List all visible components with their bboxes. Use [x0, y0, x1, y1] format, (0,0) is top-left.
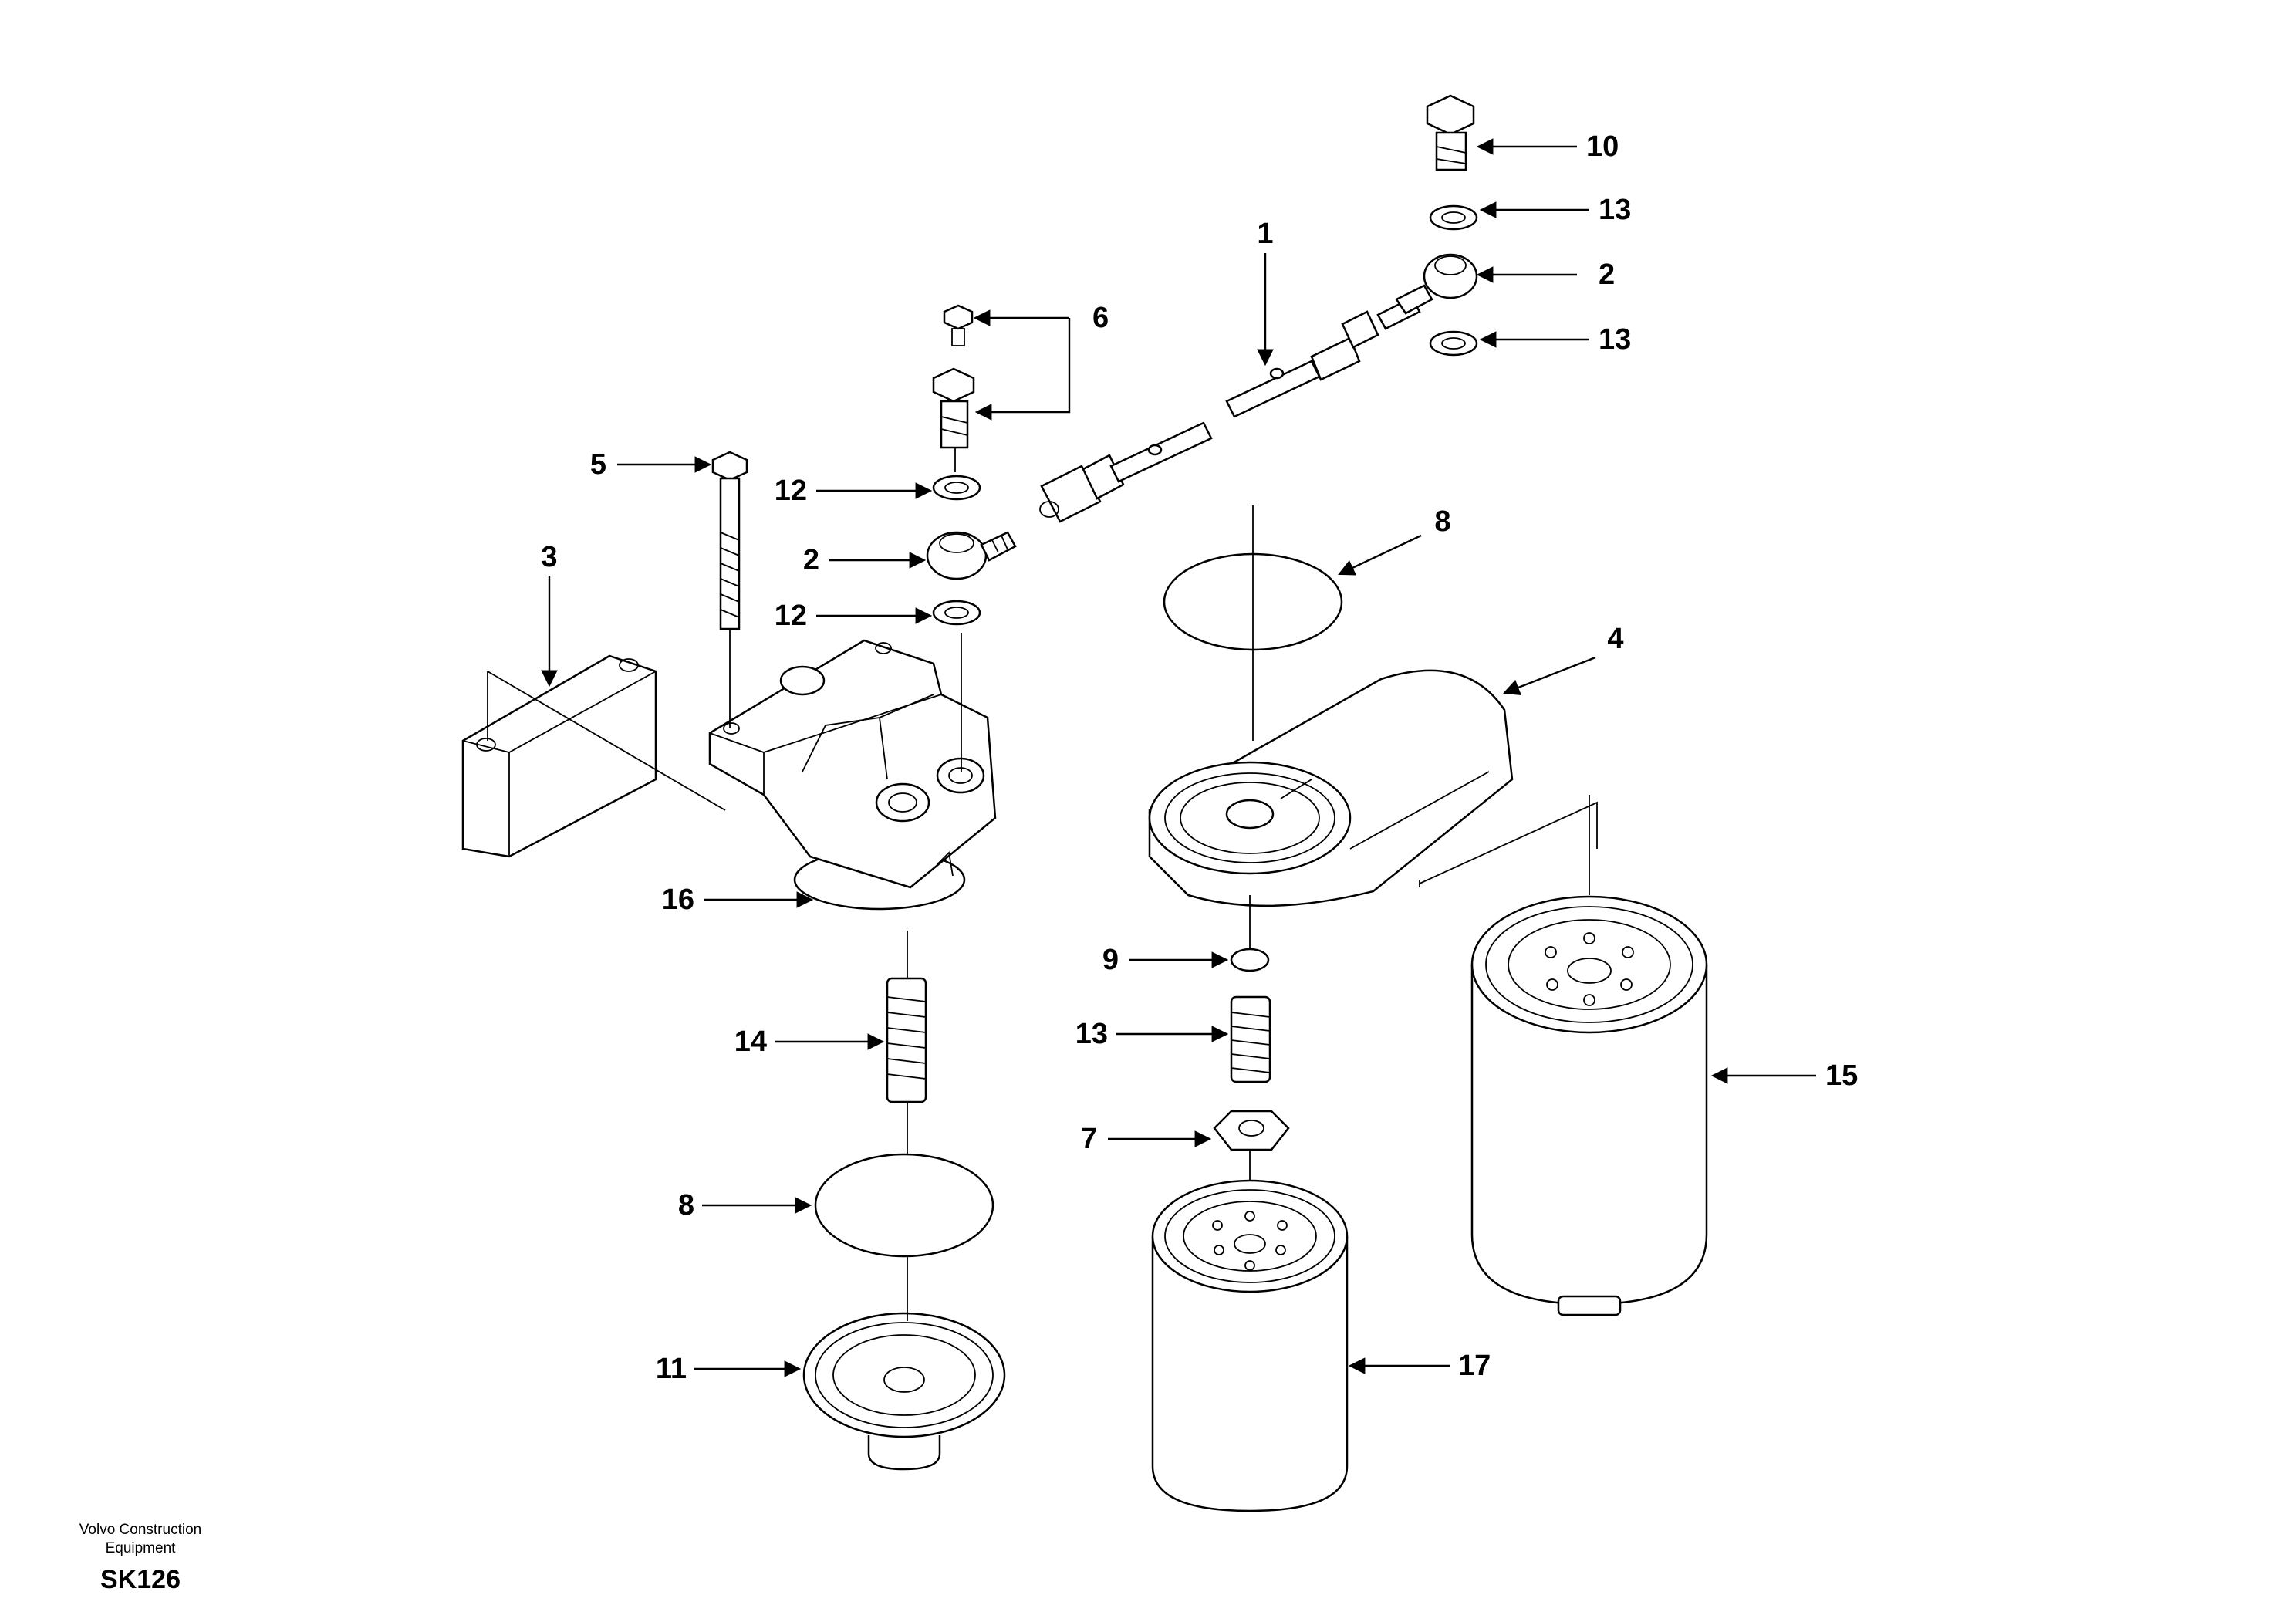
part-3-bracket: [461, 654, 726, 858]
footer-company-line2: Equipment: [106, 1540, 177, 1556]
part-10-banjo-bolt: [1426, 94, 1475, 171]
callout-3: 3: [541, 541, 557, 573]
part-6-bolt-assembly: [932, 304, 975, 472]
part-15-filter: [1470, 795, 1708, 1316]
callout-7: 7: [1081, 1123, 1097, 1155]
callout-8-upper: 8: [1434, 505, 1450, 538]
callout-15: 15: [1825, 1059, 1858, 1092]
callout-13-lower: 13: [1599, 323, 1631, 356]
part-13-washer-lower: [1429, 330, 1478, 357]
callout-11: 11: [656, 1353, 687, 1385]
callout-16: 16: [662, 884, 694, 916]
callout-13-top: 13: [1599, 194, 1631, 226]
callout-8-lower: 8: [678, 1189, 694, 1222]
callout-13-middle: 13: [1075, 1018, 1108, 1050]
part-16-filter-head: [708, 639, 997, 911]
footer-drawing-code: SK126: [100, 1565, 181, 1594]
callout-2-right: 2: [1599, 259, 1615, 291]
part-14-nipple: [886, 977, 927, 1103]
callout-10: 10: [1586, 130, 1619, 163]
callout-12-lower: 12: [775, 600, 807, 632]
part-8-gasket-lower: [814, 1153, 994, 1258]
leader-lines: [541, 138, 1816, 1377]
part-17-filter: [1151, 1179, 1349, 1512]
part-13-nipple: [1230, 995, 1271, 1083]
callout-14: 14: [734, 1026, 767, 1058]
part-9-oring: [1230, 948, 1270, 972]
part-7-nut: [1213, 1110, 1290, 1151]
part-12-washer-upper: [932, 475, 981, 501]
callout-2-left: 2: [803, 544, 819, 576]
part-11-cover: [802, 1312, 1006, 1471]
callout-12-upper: 12: [775, 475, 807, 507]
callout-17: 17: [1458, 1350, 1491, 1382]
callout-4: 4: [1607, 623, 1623, 655]
callout-6: 6: [1092, 302, 1109, 334]
part-4-filter-head: [1148, 669, 1598, 907]
callout-9: 9: [1102, 944, 1119, 976]
callout-1: 1: [1257, 218, 1273, 250]
footer-company-line1: Volvo Construction: [79, 1522, 201, 1538]
part-13-washer-upper: [1429, 204, 1478, 231]
part-2-banjo-left: [926, 531, 1017, 580]
part-12-washer-lower: [932, 600, 981, 626]
callout-5: 5: [590, 448, 606, 481]
part-5-bolt: [711, 451, 748, 728]
part-2-banjo-right: [1395, 253, 1478, 315]
